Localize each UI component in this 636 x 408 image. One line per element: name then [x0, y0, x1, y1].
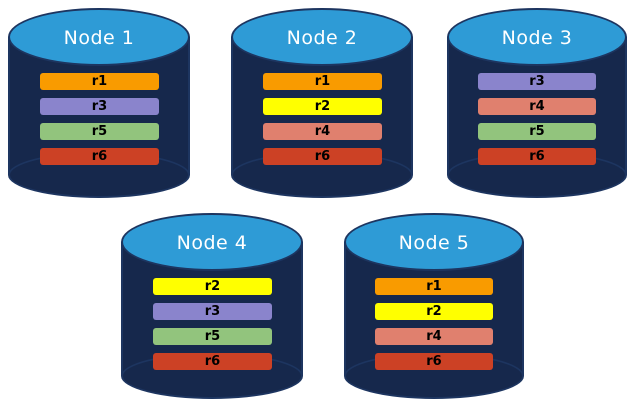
replica-bar[interactable]: r1	[263, 73, 382, 90]
replica-stack: r2 r3 r5 r6	[153, 278, 272, 370]
replica-label: r4	[426, 329, 442, 344]
replica-stack: r3 r4 r5 r6	[478, 73, 596, 165]
replica-bar[interactable]: r3	[478, 73, 596, 90]
cylinder-top: Node 4	[121, 213, 303, 271]
node-label: Node 4	[176, 232, 248, 254]
replica-label: r2	[426, 304, 442, 319]
replica-bar[interactable]: r1	[40, 73, 159, 90]
replica-label: r3	[529, 74, 545, 89]
replica-label: r6	[529, 149, 545, 164]
cylinder-top: Node 5	[344, 213, 524, 271]
replica-stack: r1 r3 r5 r6	[40, 73, 159, 165]
replica-bar[interactable]: r1	[375, 278, 493, 295]
database-node-2[interactable]: Node 2 r1 r2 r4 r6	[231, 8, 413, 198]
replica-label: r4	[529, 99, 545, 114]
replica-label: r2	[204, 279, 221, 294]
database-node-4[interactable]: Node 4 r2 r3 r5 r6	[121, 213, 303, 399]
replica-label: r6	[91, 149, 108, 164]
cylinder-top: Node 2	[231, 8, 413, 66]
replica-label: r3	[91, 99, 108, 114]
node-label: Node 5	[398, 232, 470, 254]
replica-bar[interactable]: r6	[153, 353, 272, 370]
replica-label: r6	[426, 354, 442, 369]
replica-bar[interactable]: r4	[478, 98, 596, 115]
replica-bar[interactable]: r2	[153, 278, 272, 295]
replica-bar[interactable]: r6	[478, 148, 596, 165]
replica-bar[interactable]: r2	[375, 303, 493, 320]
replica-label: r1	[91, 74, 108, 89]
node-label: Node 3	[501, 27, 573, 49]
replica-label: r1	[314, 74, 331, 89]
database-node-3[interactable]: Node 3 r3 r4 r5 r6	[447, 8, 627, 198]
replica-bar[interactable]: r3	[153, 303, 272, 320]
cylinder-top: Node 3	[447, 8, 627, 66]
replica-bar[interactable]: r6	[375, 353, 493, 370]
replica-stack: r1 r2 r4 r6	[375, 278, 493, 370]
replica-label: r6	[314, 149, 331, 164]
replica-label: r1	[426, 279, 442, 294]
replica-label: r5	[529, 124, 545, 139]
replica-label: r6	[204, 354, 221, 369]
database-node-1[interactable]: Node 1 r1 r3 r5 r6	[8, 8, 190, 198]
replica-bar[interactable]: r4	[375, 328, 493, 345]
replica-stack: r1 r2 r4 r6	[263, 73, 382, 165]
replica-label: r3	[204, 304, 221, 319]
replica-bar[interactable]: r3	[40, 98, 159, 115]
replica-bar[interactable]: r5	[153, 328, 272, 345]
replica-bar[interactable]: r6	[263, 148, 382, 165]
database-node-5[interactable]: Node 5 r1 r2 r4 r6	[344, 213, 524, 399]
cylinder-top: Node 1	[8, 8, 190, 66]
replica-label: r4	[314, 124, 331, 139]
replica-label: r5	[91, 124, 108, 139]
replica-label: r2	[314, 99, 331, 114]
replica-bar[interactable]: r5	[478, 123, 596, 140]
replica-bar[interactable]: r6	[40, 148, 159, 165]
replica-bar[interactable]: r5	[40, 123, 159, 140]
replica-bar[interactable]: r2	[263, 98, 382, 115]
replica-bar[interactable]: r4	[263, 123, 382, 140]
node-label: Node 2	[286, 27, 358, 49]
node-label: Node 1	[63, 27, 135, 49]
replica-label: r5	[204, 329, 221, 344]
